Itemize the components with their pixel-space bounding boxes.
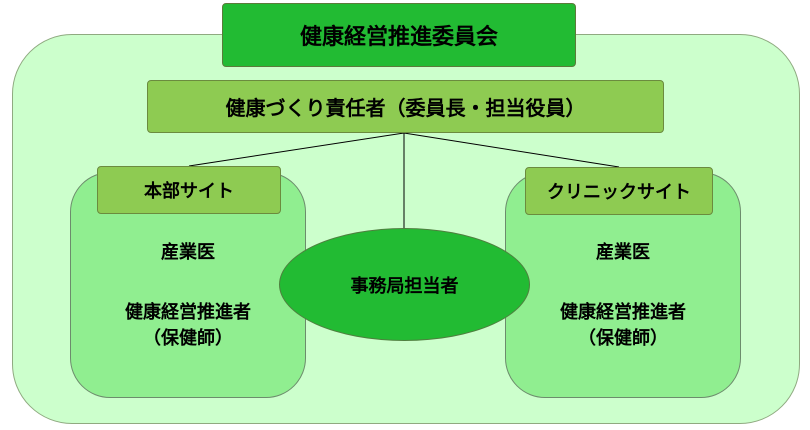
leader-box: 健康づくり責任者（委員長・担当役員）	[147, 80, 664, 133]
office-title: 事務局担当者	[350, 275, 459, 297]
office-ellipse: 事務局担当者	[279, 228, 530, 341]
connector-line-left	[188, 132, 405, 167]
left-site-staff-role: 健康経営推進者	[125, 302, 251, 323]
connector-line-right	[403, 132, 620, 168]
right-site-staff-role: 健康経営推進者	[560, 302, 686, 323]
right-site-staff-title: （保健師）	[578, 328, 668, 349]
committee-box: 健康経営推進委員会	[222, 3, 576, 67]
leader-title: 健康づくり責任者（委員長・担当役員）	[225, 96, 586, 120]
committee-title: 健康経営推進委員会	[299, 25, 498, 50]
left-site-label-box: 本部サイト	[97, 166, 281, 214]
right-site-staff: 健康経営推進者 （保健師）	[505, 300, 741, 352]
left-site-staff-title: （保健師）	[143, 328, 233, 349]
right-site-doctor: 産業医	[596, 242, 650, 263]
left-site-doctor: 産業医	[161, 242, 215, 263]
left-site-label: 本部サイト	[144, 181, 234, 202]
right-site-label: クリニックサイト	[547, 182, 691, 203]
right-site-label-box: クリニックサイト	[525, 167, 713, 215]
left-site-staff: 健康経営推進者 （保健師）	[70, 300, 306, 352]
